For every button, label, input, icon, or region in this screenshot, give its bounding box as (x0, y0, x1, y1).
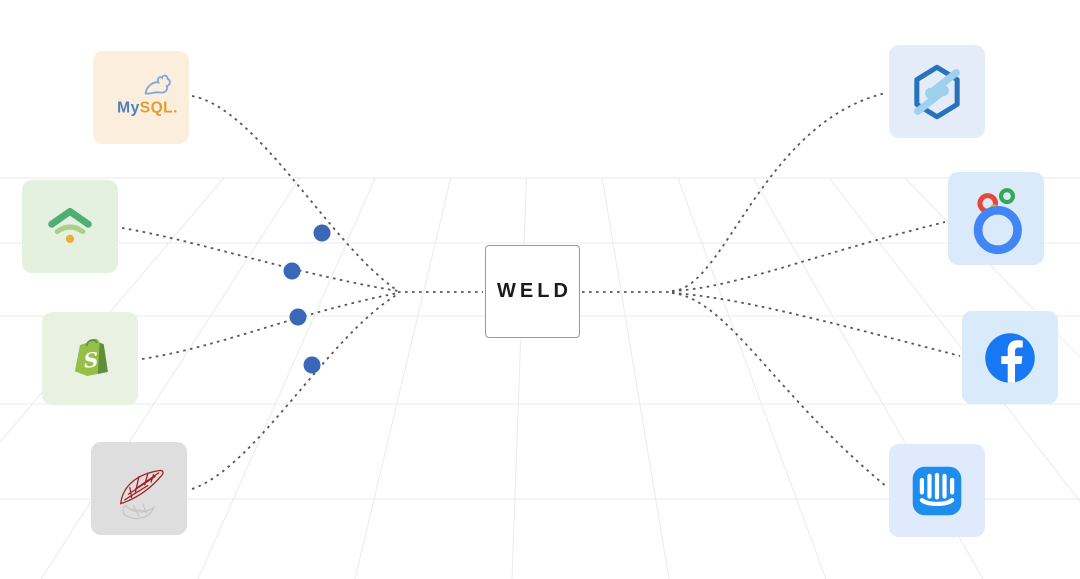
mysql-icon: MySQL. (117, 74, 178, 116)
sync-dot (303, 356, 321, 374)
weld-label: WELD (497, 280, 572, 302)
google-optimize-icon (973, 187, 1022, 254)
destination-tile-google-optimize (948, 172, 1044, 265)
shopify-icon: S (74, 338, 108, 376)
mysql-wordmark: MySQL. (117, 99, 178, 116)
connector-paths (121, 92, 961, 490)
source-tile-sql-server (91, 442, 187, 535)
source-tile-wifi-analytics (22, 180, 118, 273)
connector-synapse (671, 92, 887, 292)
connector-sql-server (191, 293, 399, 490)
shopify-monogram: S (83, 347, 100, 372)
connector-wifi (121, 227, 399, 292)
intercom-icon (912, 466, 962, 515)
azure-synapse-icon (914, 64, 960, 119)
source-tile-mysql: MySQL. (93, 51, 189, 144)
connector-facebook (671, 292, 961, 357)
weld-hub: WELD (485, 245, 580, 338)
connector-mysql (191, 95, 399, 292)
facebook-icon (985, 332, 1035, 383)
destination-tile-facebook (962, 311, 1058, 404)
destination-tile-intercom (889, 444, 985, 537)
sync-dots (283, 224, 331, 374)
connector-shopify (141, 292, 399, 360)
wifi-signal-icon (48, 207, 92, 243)
connector-intercom (671, 292, 888, 488)
source-tile-shopify: S (42, 312, 138, 405)
sql-server-icon (119, 469, 164, 519)
connector-optimize (671, 221, 946, 292)
destination-tile-azure-synapse (889, 45, 985, 138)
sync-dot (283, 262, 301, 280)
sync-dot (313, 224, 331, 242)
sync-dot (289, 308, 307, 326)
mysql-dolphin-glyph (144, 74, 171, 95)
